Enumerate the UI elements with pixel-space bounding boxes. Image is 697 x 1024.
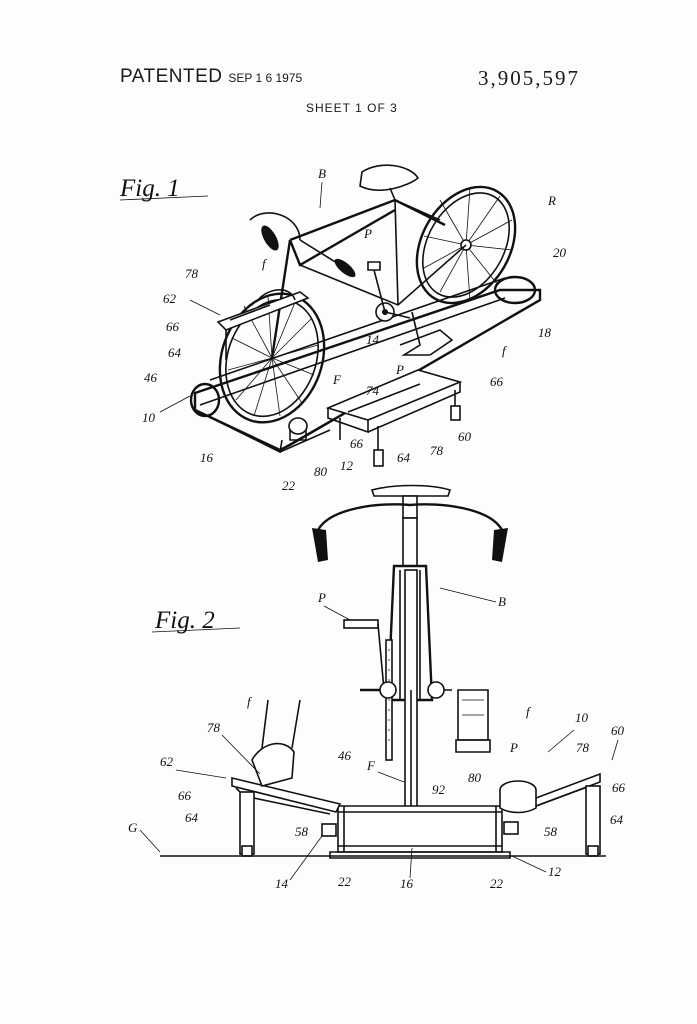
label-18: 18 [538, 325, 552, 340]
label-60-fig1: 60 [458, 429, 472, 444]
label-22-fig1: 22 [282, 478, 296, 493]
label-P-top: P [363, 226, 372, 241]
label-P-right-fig1: P [395, 362, 404, 377]
label-64-fig2a: 64 [185, 810, 199, 825]
label-66-fig1b: 66 [490, 374, 504, 389]
leader-12-fig2 [511, 855, 547, 873]
label-92: 92 [432, 782, 446, 797]
label-80-fig2: 80 [468, 770, 482, 785]
label-f-right-fig1: f [502, 343, 508, 358]
figure-2-title-underline [151, 627, 241, 633]
label-78-fig1a: 78 [185, 266, 199, 281]
leader-10-fig1 [159, 395, 191, 413]
label-P-lower-fig2: P [509, 740, 518, 755]
right-platform [288, 369, 463, 467]
left-platform-fig2 [231, 699, 342, 857]
label-64-fig2b: 64 [610, 812, 624, 827]
leader-78-fig2a [221, 734, 261, 775]
label-f-left-fig1: f [262, 256, 268, 271]
label-G: G [128, 820, 138, 835]
label-14-fig2: 14 [275, 876, 289, 891]
label-B-fig2: B [498, 594, 506, 609]
label-66-fig1a: 66 [166, 319, 180, 334]
label-78-fig1b: 78 [430, 443, 444, 458]
label-58-fig2a: 58 [295, 824, 309, 839]
leader-G [139, 829, 161, 853]
label-10-fig2: 10 [575, 710, 589, 725]
leader-B-fig1 [319, 181, 323, 209]
label-16-fig2: 16 [400, 876, 414, 891]
label-22-fig2b: 22 [490, 876, 504, 891]
label-14-fig1: 14 [366, 332, 380, 347]
label-62-fig1: 62 [163, 291, 177, 306]
treadmill-base-frame [189, 275, 542, 454]
leader-14-fig2 [289, 835, 323, 881]
figure-1-title-underline [119, 195, 209, 201]
rear-wheel [415, 185, 517, 305]
label-74: 74 [366, 383, 380, 398]
label-78-fig2a: 78 [207, 720, 221, 735]
leader-62-fig2 [175, 769, 227, 779]
label-F-fig2: F [366, 758, 376, 773]
label-R: R [547, 193, 556, 208]
label-F-fig1: F [332, 372, 342, 387]
label-10-fig1: 10 [142, 410, 156, 425]
label-16-fig1: 16 [200, 450, 214, 465]
leader-62-fig1 [189, 299, 221, 316]
label-58-fig2b: 58 [544, 824, 558, 839]
label-20: 20 [553, 245, 567, 260]
label-46-fig2: 46 [338, 748, 352, 763]
label-60-fig2: 60 [611, 723, 625, 738]
label-78-fig2b: 78 [576, 740, 590, 755]
leader-60-fig2 [611, 739, 619, 761]
right-platform-fig2 [499, 772, 601, 857]
label-12-fig1: 12 [340, 458, 354, 473]
label-62-fig2: 62 [160, 754, 174, 769]
leader-10-fig2 [547, 729, 575, 753]
label-80-fig1: 80 [314, 464, 328, 479]
label-12-fig2: 12 [548, 864, 562, 879]
label-B-fig1: B [318, 166, 326, 181]
label-66-fig2a: 66 [178, 788, 192, 803]
leader-16-fig2 [409, 847, 413, 879]
label-64-fig1a: 64 [168, 345, 182, 360]
label-f-left-fig2: f [247, 694, 253, 709]
label-f-right-fig2: f [526, 704, 532, 719]
left-platform [216, 289, 310, 360]
label-66-fig2b: 66 [612, 780, 626, 795]
sheet-number: SHEET 1 OF 3 [306, 101, 398, 115]
patented-stamp: PATENTED SEP 1 6 1975 [120, 66, 302, 88]
label-66-fig1c: 66 [350, 436, 364, 451]
label-64-fig1b: 64 [397, 450, 411, 465]
patent-number: 3,905,597 [478, 66, 580, 90]
leader-P-upper-fig2 [323, 605, 351, 621]
leader-B-fig2 [439, 587, 497, 603]
label-22-fig2a: 22 [338, 874, 352, 889]
patent-date: SEP 1 6 1975 [228, 71, 303, 85]
treadmill-drum [321, 805, 519, 859]
leader-F-fig2 [377, 771, 405, 783]
label-46-fig1: 46 [144, 370, 158, 385]
label-P-upper-fig2: P [317, 590, 326, 605]
bicycle-front-view [312, 484, 508, 820]
patented-label: PATENTED [120, 66, 223, 87]
